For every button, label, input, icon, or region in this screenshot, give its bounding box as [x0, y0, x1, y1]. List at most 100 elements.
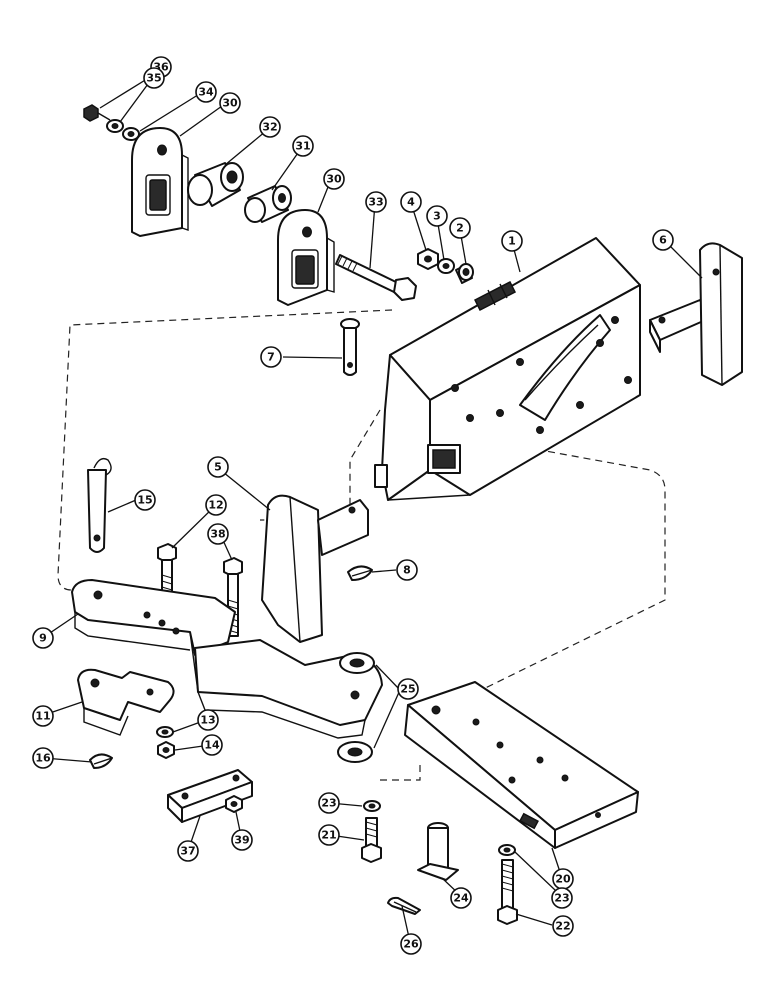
svg-text:14: 14: [204, 739, 220, 752]
part-14-nut: [157, 741, 175, 759]
svg-text:33: 33: [368, 196, 383, 209]
svg-text:22: 22: [555, 920, 570, 933]
callout-4: 4: [400, 191, 422, 213]
callout-26: 26: [400, 933, 422, 955]
svg-text:7: 7: [267, 351, 275, 364]
svg-text:13: 13: [200, 714, 215, 727]
svg-text:30: 30: [222, 97, 238, 110]
part-1-main-frame: [374, 237, 641, 501]
callout-31: 31: [292, 135, 314, 157]
callout-12: 12: [205, 494, 227, 516]
svg-text:16: 16: [35, 752, 51, 765]
callout-22: 22: [552, 915, 574, 937]
svg-text:39: 39: [234, 834, 249, 847]
callout-39: 39: [231, 829, 253, 851]
svg-text:11: 11: [35, 710, 50, 723]
callout-9: 9: [32, 627, 54, 649]
callout-11: 11: [32, 705, 54, 727]
part-7-clevis-pin: [340, 318, 360, 376]
part-30-plate-lower: [277, 209, 335, 306]
svg-text:4: 4: [407, 196, 415, 209]
svg-text:23: 23: [554, 892, 569, 905]
svg-text:6: 6: [659, 234, 667, 247]
callout-1: 1: [501, 230, 523, 252]
part-23-washer-lower: [498, 844, 516, 856]
part-26-cotter-pin: [387, 896, 421, 915]
part-31-sleeve: [244, 185, 292, 223]
callout-7: 7: [260, 346, 282, 368]
svg-text:32: 32: [262, 121, 277, 134]
svg-text:3: 3: [433, 210, 441, 223]
svg-text:12: 12: [208, 499, 223, 512]
callout-2: 2: [449, 217, 471, 239]
part-12-bolt: [157, 543, 177, 601]
callout-6: 6: [652, 229, 674, 251]
part-24-pin-plate: [417, 822, 459, 881]
callout-14: 14: [201, 734, 223, 756]
svg-text:2: 2: [456, 222, 464, 235]
part-13-washer: [156, 726, 174, 738]
callout-34: 34: [195, 81, 217, 103]
part-11-clevis-bracket: [77, 668, 175, 736]
assembly-dashed-outline: [57, 309, 666, 781]
callout-21: 21: [318, 824, 340, 846]
part-4-nut: [417, 248, 439, 270]
callout-30-lower: 30: [323, 168, 345, 190]
part-32-bushing: [187, 162, 244, 207]
svg-text:37: 37: [180, 845, 195, 858]
svg-text:34: 34: [198, 86, 214, 99]
part-37-strap-plate: [167, 769, 253, 823]
svg-text:1: 1: [508, 235, 516, 248]
callout-16: 16: [32, 747, 54, 769]
svg-text:20: 20: [555, 873, 571, 886]
svg-text:24: 24: [453, 892, 469, 905]
callout-30-upper: 30: [219, 92, 241, 114]
svg-text:30: 30: [326, 173, 342, 186]
callout-38: 38: [207, 523, 229, 545]
svg-text:25: 25: [400, 683, 415, 696]
callout-3: 3: [426, 205, 448, 227]
callout-35: 35: [143, 67, 165, 89]
part-20-base-plate: [404, 681, 639, 849]
callout-33: 33: [365, 191, 387, 213]
callout-32: 32: [259, 116, 281, 138]
part-23-washer-upper: [363, 800, 381, 812]
part-36-bolt: [83, 104, 111, 122]
part-15-lock-pin: [87, 457, 112, 553]
svg-text:26: 26: [403, 938, 419, 951]
svg-text:21: 21: [321, 829, 336, 842]
part-39-nut: [225, 795, 243, 813]
svg-text:35: 35: [146, 72, 161, 85]
leader-lines: [43, 73, 703, 943]
part-38-bolt: [223, 557, 243, 637]
part-34-washer: [122, 127, 140, 141]
part-8-clip: [347, 565, 373, 581]
part-25-washers: [337, 652, 375, 763]
callout-23-lower: 23: [551, 887, 573, 909]
svg-text:38: 38: [210, 528, 225, 541]
svg-text:15: 15: [137, 494, 152, 507]
svg-text:9: 9: [39, 632, 47, 645]
callout-25: 25: [397, 678, 419, 700]
part-16-clip: [89, 753, 113, 769]
part-6-side-weight: [649, 242, 743, 386]
part-30-plate-upper: [131, 127, 189, 237]
callout-24: 24: [450, 887, 472, 909]
svg-text:31: 31: [295, 140, 310, 153]
part-33-long-bolt: [335, 254, 417, 301]
part-22-bolt: [497, 859, 518, 925]
callout-37: 37: [177, 840, 199, 862]
callout-5: 5: [207, 456, 229, 478]
part-9-drawbar: [71, 579, 383, 739]
part-21-bolt: [361, 817, 382, 863]
callout-15: 15: [134, 489, 156, 511]
part-5-front-weight: [261, 494, 369, 643]
callout-8: 8: [396, 559, 418, 581]
part-3-washer: [437, 258, 455, 274]
svg-text:5: 5: [214, 461, 222, 474]
part-2-spacer: [455, 263, 474, 284]
svg-text:8: 8: [403, 564, 411, 577]
callout-23-upper: 23: [318, 792, 340, 814]
callout-20: 20: [552, 868, 574, 890]
